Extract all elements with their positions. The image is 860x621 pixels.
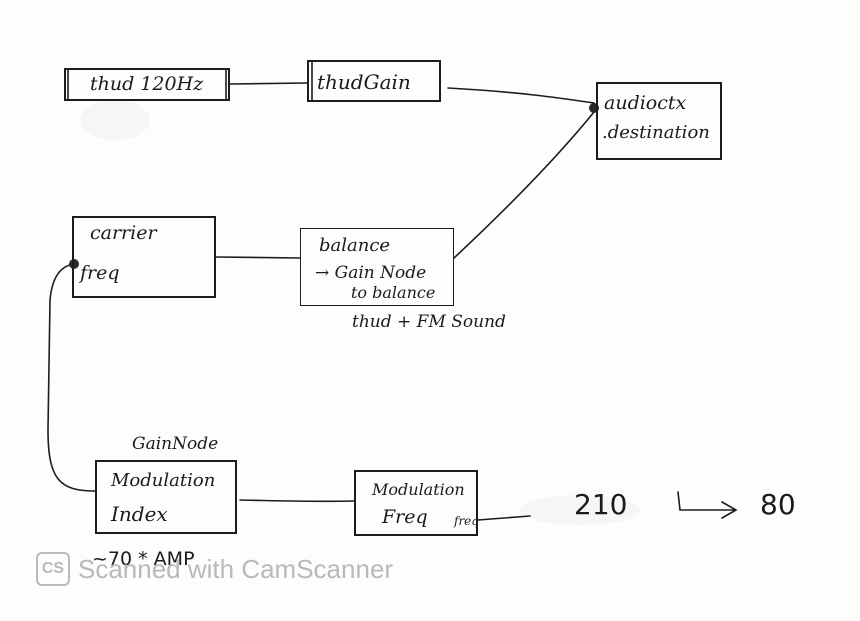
edge-modfreq-out — [477, 515, 531, 521]
audio-destination-node: audioctx .destination — [596, 82, 722, 160]
carrier-freq-dot — [69, 259, 79, 269]
balance-gain-node: balance → Gain Node to balance — [300, 228, 454, 306]
mod-freq-label-2: Freq — [382, 506, 428, 528]
camscanner-watermark: CS Scanned with CamScanner — [36, 552, 393, 586]
balance-gain-label: → Gain Node — [315, 263, 427, 283]
destination-label: .destination — [602, 122, 710, 143]
thud-gain-node: thudGain — [307, 60, 441, 102]
audioctx-label: audioctx — [604, 92, 687, 114]
mod-index-label: Modulation — [111, 470, 216, 491]
balance-to-label: to balance — [351, 283, 436, 302]
modulation-freq-node: Modulation Freq freq — [354, 470, 479, 536]
range-end-value: 80 — [760, 488, 796, 521]
carrier-node: carrier freq — [72, 216, 216, 298]
mod-freq-label: Modulation — [372, 480, 465, 499]
balance-label: balance — [319, 235, 391, 256]
range-arrow — [677, 491, 738, 519]
edge-thud-to-gain — [229, 82, 308, 85]
thud-label: thud 120Hz — [90, 73, 204, 95]
gain-node-annotation: GainNode — [132, 434, 219, 454]
thud-oscillator-node: thud 120Hz — [64, 68, 230, 101]
modulation-index-node: Modulation Index — [95, 460, 237, 534]
edge-modindex-to-modfreq — [239, 499, 355, 503]
carrier-freq-label: freq — [80, 262, 120, 284]
edge-gain-to-destination — [447, 87, 595, 104]
edge-modindex-to-carrier — [47, 263, 96, 492]
mod-index-label-2: Index — [111, 502, 168, 526]
thud-gain-label: thudGain — [317, 70, 411, 94]
edge-balance-to-destination — [453, 111, 595, 259]
thud-fm-annotation: thud + FM Sound — [352, 312, 506, 332]
watermark-text: Scanned with CamScanner — [78, 553, 394, 584]
amp-annotation: ~70 * AMP — [92, 548, 195, 570]
range-start-value: 210 — [574, 488, 628, 521]
mod-freq-port-label: freq — [454, 514, 479, 528]
edge-carrier-to-balance — [215, 256, 301, 259]
carrier-label: carrier — [90, 222, 157, 244]
camscanner-logo-icon: CS — [36, 552, 70, 586]
